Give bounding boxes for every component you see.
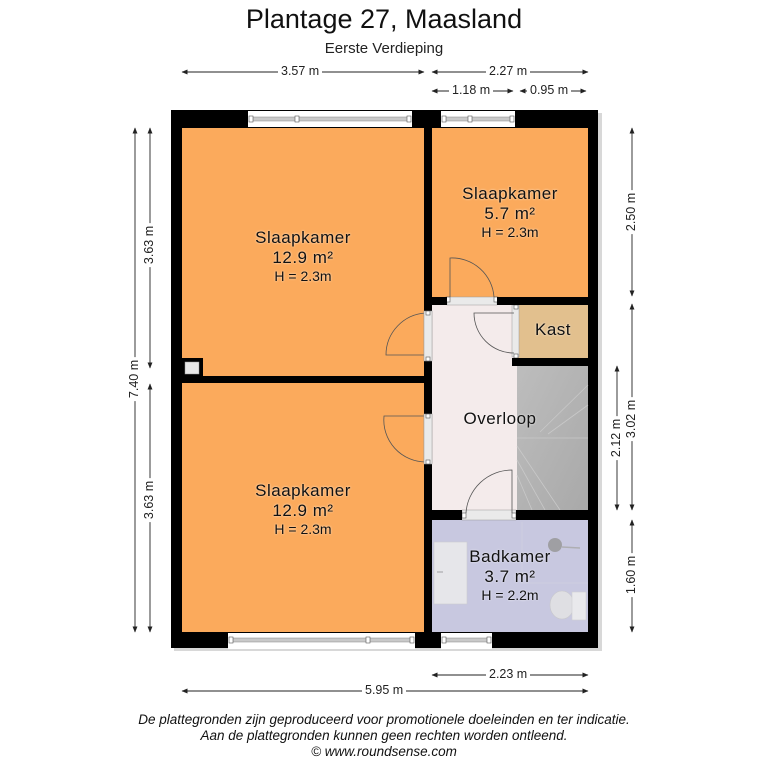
room-area: 3.7 m² <box>484 567 536 586</box>
dim-left-3-63-bottom: 3.63 m <box>142 477 157 523</box>
dim-top-3-57: 3.57 m <box>278 64 323 78</box>
copyright-link[interactable]: © www.roundsense.com <box>311 744 457 759</box>
room-area: 5.7 m² <box>484 204 536 223</box>
window-top-right <box>441 111 515 127</box>
dim-top-1-18: 1.18 m <box>449 83 494 97</box>
room-height: H = 2.3m <box>481 224 539 240</box>
dim-right-1-60: 1.60 m <box>624 552 639 598</box>
room-name: Slaapkamer <box>255 228 351 247</box>
room-name: Overloop <box>463 409 537 428</box>
dim-top-2-27: 2.27 m <box>486 64 531 78</box>
room-label-kast: Kast <box>518 320 588 340</box>
room-label-slaapkamer-top-right: Slaapkamer 5.7 m² H = 2.3m <box>432 184 588 240</box>
window-bottom-left <box>228 633 415 649</box>
room-height: H = 2.3m <box>274 521 332 537</box>
room-label-overloop: Overloop <box>440 409 560 429</box>
room-label-slaapkamer-bottom-left: Slaapkamer 12.9 m² H = 2.3m <box>182 481 424 537</box>
dim-left-3-63-top: 3.63 m <box>142 222 157 268</box>
room-label-slaapkamer-top-left: Slaapkamer 12.9 m² H = 2.3m <box>182 228 424 284</box>
room-name: Slaapkamer <box>462 184 558 203</box>
window-top-left <box>248 111 412 127</box>
floor-subtitle: Eerste Verdieping <box>324 40 444 57</box>
room-height: H = 2.2m <box>481 587 539 603</box>
room-height: H = 2.3m <box>274 268 332 284</box>
dim-right-2-12: 2.12 m <box>609 415 624 461</box>
dim-bottom-5-95: 5.95 m <box>362 683 407 697</box>
room-overloop <box>432 305 518 510</box>
room-name: Badkamer <box>469 547 551 566</box>
disclaimer-line-2: Aan de plattegronden kunnen geen rechten… <box>200 728 568 743</box>
room-name: Kast <box>534 320 572 339</box>
room-name: Slaapkamer <box>255 481 351 500</box>
room-area: 12.9 m² <box>272 248 334 267</box>
room-label-badkamer: Badkamer 3.7 m² H = 2.2m <box>432 547 588 603</box>
dim-left-7-40: 7.40 m <box>127 356 142 402</box>
dim-bottom-2-23: 2.23 m <box>486 667 531 681</box>
dim-top-0-95: 0.95 m <box>527 83 572 97</box>
bathroom-fixtures <box>433 522 588 621</box>
room-area: 12.9 m² <box>272 501 334 520</box>
plan-title: Plantage 27, Maasland <box>245 4 523 34</box>
room-slaapkamer-top-right <box>432 128 588 297</box>
dim-right-3-02: 3.02 m <box>624 396 639 442</box>
disclaimer-line-1: De plattegronden zijn geproduceerd voor … <box>138 712 630 727</box>
dim-right-2-50: 2.50 m <box>624 189 639 235</box>
window-bathroom <box>441 633 492 649</box>
room-slaapkamer-top-left <box>182 128 424 376</box>
room-kast <box>518 305 588 358</box>
